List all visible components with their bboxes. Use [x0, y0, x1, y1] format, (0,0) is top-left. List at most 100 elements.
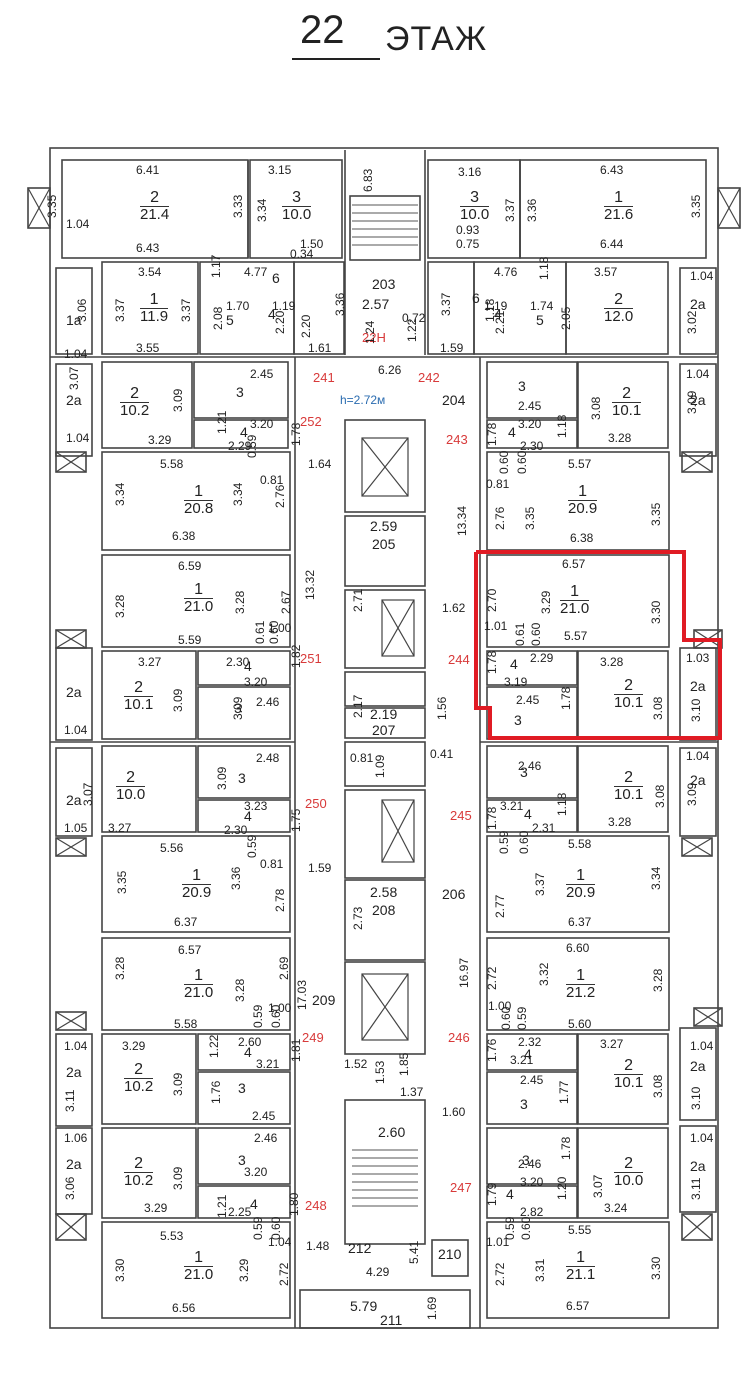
- core-208: 208: [372, 902, 396, 918]
- room-label-l-3-10: 3: [522, 1152, 530, 1168]
- dimension-label: 3.32: [537, 962, 551, 986]
- dimension-label: 3.29: [122, 1039, 146, 1053]
- dimension-label: 2.17: [351, 694, 365, 718]
- room-index: 2: [614, 678, 644, 695]
- dimension-label: 1.18: [555, 414, 569, 438]
- dimension-label: 3.08: [651, 1074, 665, 1098]
- dimension-label: 3.34: [649, 866, 663, 890]
- dimension-label: 3.09: [215, 766, 229, 790]
- dimension-label: 5.58: [160, 457, 184, 471]
- room-label-l-4-10: 4: [506, 1186, 514, 1202]
- dimension-label: 3.35: [689, 194, 703, 218]
- dimension-label: 3.31: [533, 1258, 547, 1282]
- room-index: 1: [566, 1250, 596, 1267]
- room-number-241: 241: [313, 370, 335, 385]
- dimension-label: 3.35: [649, 502, 663, 526]
- core-209: 209: [312, 992, 336, 1008]
- dimension-label: 3.29: [148, 433, 172, 447]
- dimension-label: 6.38: [570, 531, 594, 545]
- room-label-l-3-1: 3: [236, 384, 244, 400]
- room-area: 10.2: [124, 1172, 154, 1189]
- ceiling-height-label: h=2.72м: [340, 393, 386, 407]
- dimension-label: 16.97: [457, 957, 471, 988]
- dimension-label: 2.71: [351, 588, 365, 612]
- dimension-label: 5.53: [160, 1229, 184, 1243]
- room-area: 20.9: [568, 500, 598, 517]
- dimension-label: 13.34: [455, 505, 469, 536]
- dimension-label: 2.72: [485, 966, 499, 990]
- room-index: 1: [184, 968, 214, 985]
- dimension-label: 2.29: [228, 439, 252, 453]
- dimension-label: 6.56: [172, 1301, 196, 1315]
- dimension-label: 3.20: [244, 675, 268, 689]
- dimension-label: 3.08: [589, 396, 603, 420]
- dimension-label: 1.03: [686, 651, 710, 665]
- room-label-l-3-7: 3: [238, 1080, 246, 1096]
- core-204: 204: [442, 392, 466, 408]
- dimension-label: 2.48: [256, 751, 280, 765]
- room-area: 20.8: [184, 500, 214, 517]
- dimension-label: 3.16: [458, 165, 482, 179]
- dimension-label: 6.43: [136, 241, 160, 255]
- core-207-area: 2.19: [370, 706, 398, 722]
- dimension-label: 0.75: [456, 237, 480, 251]
- dimension-label: 2.45: [252, 1109, 276, 1123]
- room-label-l-4-4: 4: [510, 656, 518, 672]
- room-index: 2: [614, 1156, 644, 1173]
- dimension-label: 3.35: [523, 506, 537, 530]
- dimension-label: 1.01: [486, 1235, 510, 1249]
- dimension-label: 3.28: [608, 431, 632, 445]
- core-208-area: 2.58: [370, 884, 398, 900]
- dimension-label: 4.77: [244, 265, 268, 279]
- dimension-label: 3.07: [591, 1174, 605, 1198]
- dimension-label: 3.27: [138, 655, 162, 669]
- dimension-label: 3.20: [518, 417, 542, 431]
- dimension-label: 0.60: [529, 622, 543, 646]
- room-label-l-4-9: 4: [250, 1196, 258, 1212]
- room-area: 11.9: [140, 308, 169, 325]
- dimension-label: 3.36: [333, 292, 347, 316]
- room-label-l-4-6: 4: [524, 806, 532, 822]
- dimension-label: 17.03: [295, 979, 309, 1010]
- room-area: 20.9: [566, 884, 596, 901]
- room-label-l-4-5: 4: [244, 808, 252, 824]
- dimension-label: 1.78: [559, 1136, 573, 1160]
- dimension-label: 0.59: [251, 1216, 265, 1240]
- dimension-label: 1.48: [306, 1239, 330, 1253]
- dimension-label: 2.21: [493, 310, 507, 334]
- room-label-l-1a: 1a: [66, 312, 82, 328]
- dimension-label: 3.02: [685, 310, 699, 334]
- dimension-label: 1.60: [442, 1105, 466, 1119]
- room-index: 2: [140, 190, 170, 207]
- dimension-label: 0.93: [456, 223, 480, 237]
- dimension-label: 3.33: [231, 194, 245, 218]
- room-area: 10.2: [124, 1078, 154, 1095]
- dimension-label: 5.59: [178, 633, 202, 647]
- room-area: 21.6: [604, 206, 634, 223]
- room-number-251: 251: [300, 651, 322, 666]
- core-205-area: 2.59: [370, 518, 398, 534]
- dimension-label: 3.09: [685, 782, 699, 806]
- dimension-label: 3.20: [244, 1165, 268, 1179]
- core-212: 212: [348, 1240, 372, 1256]
- dimension-label: 6.57: [566, 1299, 590, 1313]
- room-number-22n: 22Н: [362, 330, 386, 345]
- dimension-label: 3.30: [649, 600, 663, 624]
- dimension-label: 5.41: [407, 1240, 421, 1264]
- dimension-label: 2.46: [518, 1157, 542, 1171]
- dimension-label: 2.20: [273, 310, 287, 334]
- dimension-label: 1.04: [686, 367, 710, 381]
- dimension-label: 3.27: [108, 821, 132, 835]
- dimension-label: 3.08: [653, 784, 667, 808]
- highlighted-apartment-outline: [474, 550, 722, 740]
- room-label-l-4-7: 4: [244, 1044, 252, 1060]
- dimension-label: 2.72: [277, 1262, 291, 1286]
- room-index: 2: [124, 1156, 154, 1173]
- room-number-244: 244: [448, 652, 470, 667]
